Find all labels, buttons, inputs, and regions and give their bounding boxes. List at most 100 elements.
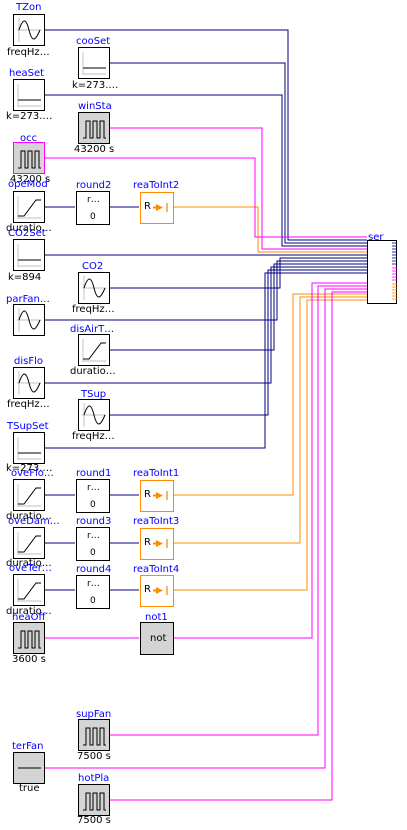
block-label-reaToInt2: reaToInt2 [133,180,180,191]
wire-TSup-ser [110,269,367,416]
not1-block[interactable]: not [140,622,174,655]
param-hotPla: 7500 s [77,815,111,826]
param-TSupSet: k=273.… [6,463,53,474]
block-label-ser: ser [368,232,384,243]
round3-block[interactable]: r… 0 [76,527,110,561]
TSupSet-block[interactable] [13,432,45,464]
reaToInt2-symbol: R [144,201,151,212]
block-label-disFlo: disFlo [14,356,43,367]
opeMod-block[interactable] [13,191,45,223]
pulse-icon [18,150,41,169]
cooSet-block[interactable] [78,47,110,79]
param-supFan: 7500 s [77,751,111,762]
convert-arrow-icon [153,491,168,500]
wire-heaSet-ser [35,94,367,247]
heaSet-block[interactable] [13,79,45,111]
constant-icon [17,84,41,107]
winSta-block[interactable] [78,112,110,144]
param-disFlo: freqHz… [7,399,50,410]
wire-TZon-ser [35,29,367,241]
not1-text: not [150,633,167,644]
reaToInt3-symbol: R [144,537,151,548]
ramp-icon [17,579,41,602]
param-disAirT: duratio… [70,366,116,377]
block-label-round2: round2 [76,180,112,191]
param-oveFlo: duratio… [6,511,52,522]
disFlo-block[interactable] [13,367,45,399]
pulse-icon [83,727,106,746]
reaToInt1-symbol: R [144,489,151,500]
wire-reaToInt2-ser [174,206,367,253]
serializer-ports-icon [392,242,397,300]
boolean-constant-icon [18,767,41,769]
block-label-opeMod: opeMod [8,179,48,190]
block-label-round3: round3 [76,516,112,527]
pulse-icon [18,630,41,649]
block-label-terFan: terFan [12,741,44,752]
sine-icon [17,371,41,395]
param-CO2: freqHz… [72,304,115,315]
block-label-cooSet: cooSet [76,36,111,47]
param-TSup: freqHz… [72,431,115,442]
hotPla-block[interactable] [78,784,110,816]
heaOff-block[interactable] [13,622,45,654]
oveFlo-block[interactable] [13,479,45,511]
wire-parFan-ser [45,260,367,321]
block-label-round4: round4 [76,564,112,575]
oveDam-block[interactable] [13,527,45,559]
wire-hotPla-ser [110,291,367,801]
block-label-occ: occ [20,133,38,144]
ramp-icon [17,484,41,507]
occ-block[interactable] [13,142,45,174]
param-cooSet: k=273.… [72,80,119,91]
reaToInt1-block[interactable]: R [140,480,174,512]
round4-block[interactable]: r… 0 [76,575,110,609]
round3-digits: 0 [90,548,96,558]
round2-block[interactable]: r… 0 [76,191,110,225]
supFan-block[interactable] [78,719,110,751]
constant-icon [17,437,41,460]
param-oveDam: duratio… [6,558,52,569]
terFan-block[interactable] [13,752,45,784]
disAirT-block[interactable] [78,334,110,366]
wire-winSta-ser [110,127,367,250]
param-TZon: freqHz… [7,47,50,58]
sine-icon [82,403,106,427]
ser-block[interactable] [367,240,397,304]
oveTer-block[interactable] [13,574,45,606]
CO2Set-block[interactable] [13,239,45,271]
reaToInt4-symbol: R [144,584,151,595]
block-label-hotPla: hotPla [78,773,110,784]
round1-block[interactable]: r… 0 [76,479,110,513]
pulse-icon [83,792,106,811]
block-label-parFan: parFan… [6,294,50,305]
TSup-block[interactable] [78,399,110,431]
sine-icon [17,308,41,332]
round2-text: r… [87,195,100,205]
round3-text: r… [87,531,100,541]
round4-digits: 0 [90,596,96,606]
convert-arrow-icon [153,203,168,212]
block-label-oveFlo: oveFlo… [11,468,54,479]
wire-occ-ser [45,157,367,238]
block-label-disAirT: disAirT… [70,324,115,335]
reaToInt2-block[interactable]: R [140,192,174,224]
block-label-reaToInt1: reaToInt1 [133,468,180,479]
block-label-round1: round1 [76,468,112,479]
param-heaOff: 3600 s [12,654,46,665]
round1-text: r… [87,483,100,493]
block-label-oveTer: oveTer… [9,563,52,574]
parFan-block[interactable] [13,304,45,336]
TZon-block[interactable] [13,14,45,46]
constant-icon [17,244,41,267]
CO2-block[interactable] [78,272,110,304]
block-label-TZon: TZon [16,2,42,13]
reaToInt3-block[interactable]: R [140,528,174,560]
param-CO2Set: k=894 [8,272,42,283]
block-label-heaSet: heaSet [9,68,45,79]
block-label-heaOff: heaOff [12,612,46,623]
convert-arrow-icon [153,586,168,595]
block-label-not1: not1 [145,612,168,623]
reaToInt4-block[interactable]: R [140,575,174,607]
